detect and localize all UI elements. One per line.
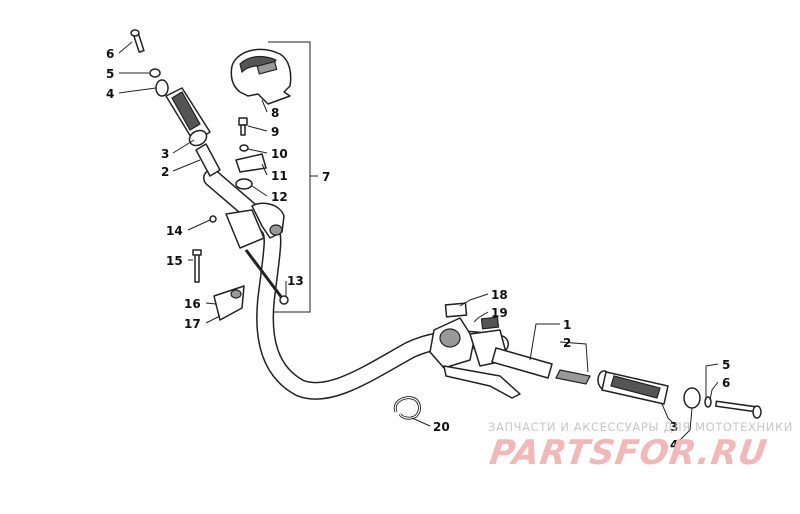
switch-housing — [230, 48, 292, 105]
callout-13: 13 — [287, 274, 304, 288]
callout-17: 17 — [184, 317, 201, 331]
pin-14 — [209, 215, 217, 223]
group-7-bracket — [268, 41, 318, 313]
throttle-tube-left — [195, 143, 221, 177]
grip-left — [165, 87, 211, 147]
throttle-tube-right — [491, 347, 553, 379]
callout-2-right: 2 — [563, 336, 571, 350]
washer-10 — [239, 144, 249, 152]
callout-14: 14 — [166, 224, 183, 238]
callout-15: 15 — [166, 254, 183, 268]
ring-12 — [235, 178, 253, 190]
end-bolt-left — [130, 29, 145, 53]
decal-18 — [444, 302, 468, 318]
switch-assembly-left — [225, 202, 285, 249]
callout-3-left: 3 — [161, 147, 169, 161]
bar-end-cap-right — [683, 387, 701, 409]
callout-9: 9 — [271, 125, 279, 139]
callout-3-right: 3 — [670, 420, 678, 434]
callout-5-left: 5 — [106, 67, 114, 81]
callout-2-left: 2 — [161, 165, 169, 179]
screw-13 — [244, 249, 289, 305]
callout-11: 11 — [271, 169, 288, 183]
bolt-15 — [192, 249, 202, 283]
grip-right — [597, 370, 669, 405]
clamp-11 — [235, 153, 267, 173]
callout-5-right: 5 — [722, 358, 730, 372]
callout-4-left: 4 — [106, 87, 114, 101]
watermark-subtitle: ЗАПЧАСТИ И АКСЕССУАРЫ ДЛЯ МОТОТЕХНИКИ — [488, 420, 793, 434]
callout-6-left: 6 — [106, 47, 114, 61]
bolt-9 — [238, 117, 248, 136]
callout-12: 12 — [271, 190, 288, 204]
snap-ring-20 — [393, 396, 421, 420]
leader-lines — [118, 41, 719, 445]
end-bolt-right — [715, 400, 762, 419]
brake-lever-assembly — [429, 316, 521, 399]
callout-7: 7 — [322, 170, 330, 184]
callout-10: 10 — [271, 147, 288, 161]
bar-end-cap-left — [155, 79, 169, 97]
callout-16: 16 — [184, 297, 201, 311]
callout-1: 1 — [563, 318, 571, 332]
callout-8: 8 — [271, 106, 279, 120]
callout-18: 18 — [491, 288, 508, 302]
callout-4-right: 4 — [670, 438, 678, 452]
callout-20: 20 — [433, 420, 450, 434]
insert-right — [555, 369, 591, 385]
watermark-logo: PARTSFOR.RU — [487, 433, 770, 473]
callout-19: 19 — [491, 306, 508, 320]
callout-6-right: 6 — [722, 376, 730, 390]
washer-left — [149, 68, 161, 78]
